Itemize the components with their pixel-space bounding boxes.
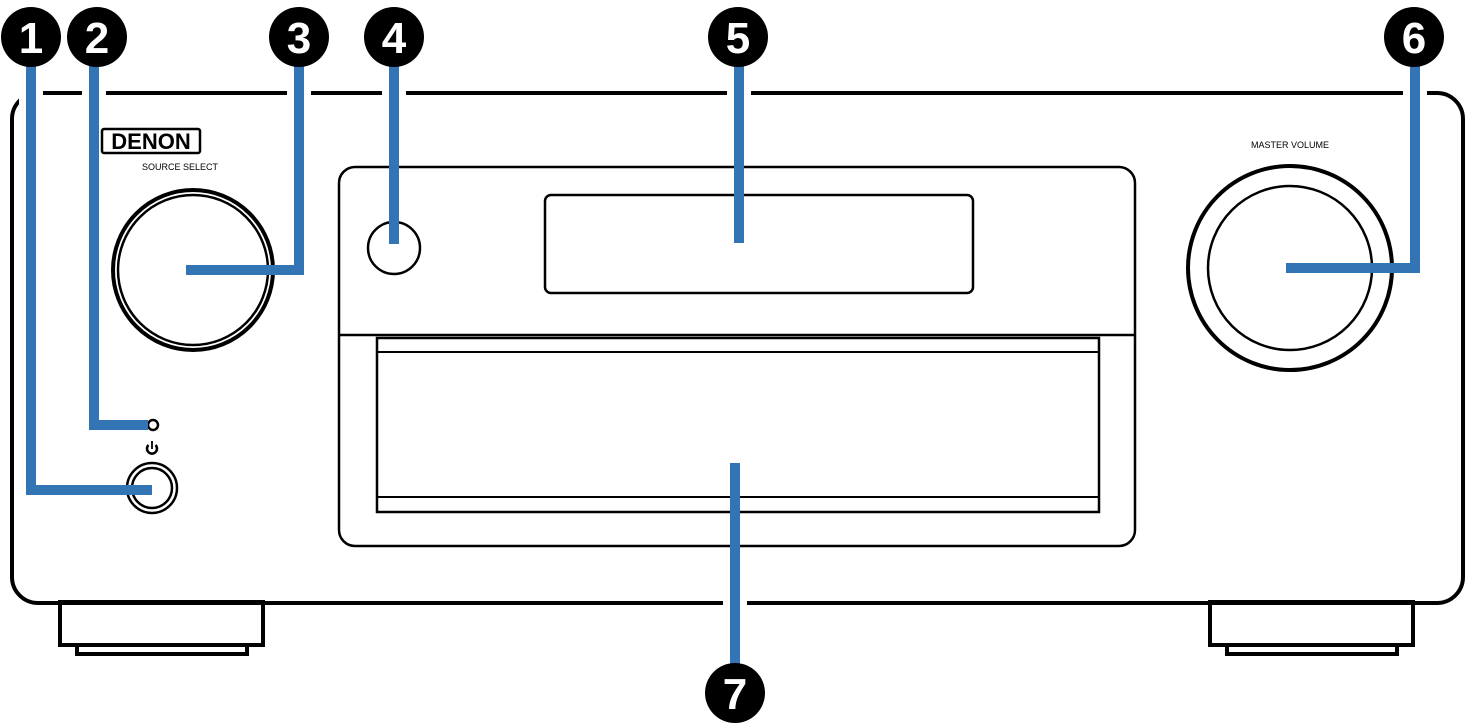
callout-6: 6 <box>1384 7 1444 67</box>
left-foot <box>58 600 265 656</box>
leader-line-1 <box>26 60 152 495</box>
master-volume-label: MASTER VOLUME <box>1251 140 1329 150</box>
callout-7: 7 <box>705 663 765 723</box>
right-foot <box>1208 600 1415 656</box>
leader-line-2 <box>89 60 148 430</box>
svg-text:4: 4 <box>382 14 407 63</box>
leader-line-6 <box>1286 60 1420 273</box>
callout-4: 4 <box>364 7 424 67</box>
power-icon <box>145 441 159 455</box>
callout-2: 2 <box>67 7 127 67</box>
callout-5: 5 <box>708 7 768 67</box>
leader-line-3 <box>186 60 304 275</box>
denon-logo: DENON <box>100 127 202 155</box>
display <box>543 193 975 295</box>
svg-text:7: 7 <box>723 670 747 719</box>
svg-text:1: 1 <box>19 14 43 63</box>
svg-text:3: 3 <box>287 14 311 63</box>
standby-indicator <box>146 418 160 432</box>
svg-text:2: 2 <box>85 14 109 63</box>
callout-3: 3 <box>269 7 329 67</box>
callout-1: 1 <box>1 7 61 67</box>
leader-gaps <box>19 86 1427 610</box>
svg-text:6: 6 <box>1402 14 1426 63</box>
source-select-label: SOURCE SELECT <box>142 162 219 172</box>
svg-text:DENON: DENON <box>111 129 190 154</box>
svg-text:5: 5 <box>726 14 750 63</box>
